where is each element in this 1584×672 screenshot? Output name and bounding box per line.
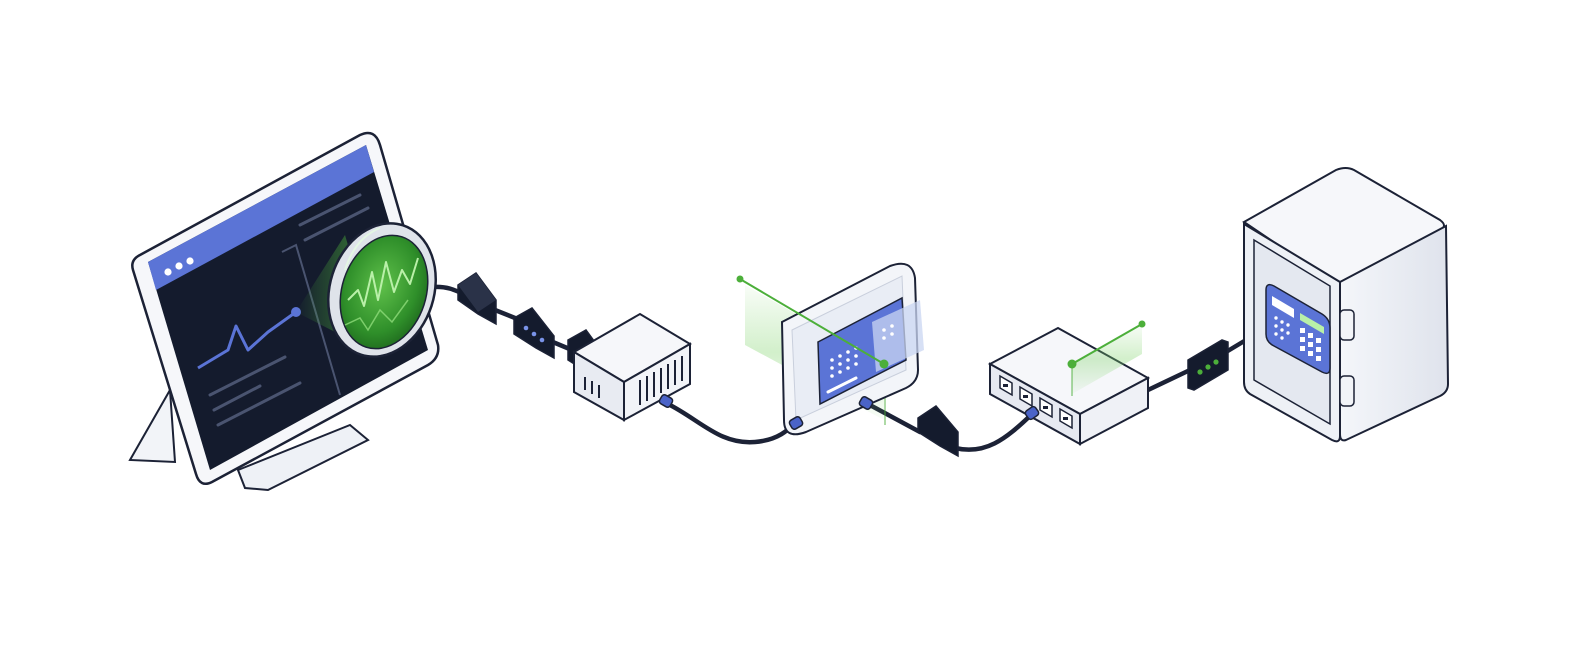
connector <box>858 396 874 410</box>
cable-module-icon <box>1187 339 1229 391</box>
indicator-light <box>539 337 545 343</box>
highlight-plane <box>1072 324 1142 394</box>
highlight-dot <box>736 275 744 283</box>
indicator-light <box>1197 369 1203 375</box>
panel-overlay <box>872 300 924 372</box>
cable-module-icon <box>917 405 959 458</box>
monitor-title-bar <box>148 145 374 290</box>
switch-side <box>1079 376 1149 446</box>
highlight-pointer <box>1071 323 1143 365</box>
panel-display-bar <box>826 376 858 394</box>
server-vent <box>584 356 683 405</box>
filter-panel-icon <box>736 262 924 436</box>
connector <box>658 394 674 408</box>
indicator-light <box>1205 364 1211 370</box>
server-box-icon <box>572 312 692 422</box>
highlight-dot <box>1067 359 1077 369</box>
lens-highlight <box>344 227 381 271</box>
screen-text-lines <box>208 193 370 427</box>
safe-keypad-screen <box>1272 296 1294 318</box>
indicator-light <box>523 325 529 331</box>
indicator-light <box>1213 359 1219 365</box>
safe-hinge <box>1339 309 1355 341</box>
monitor-base <box>236 423 370 492</box>
safe-keypad-screen-2 <box>1300 313 1324 334</box>
safe-keypad-keys <box>1274 316 1321 361</box>
window-dot <box>175 262 183 270</box>
lens-waveform-2 <box>344 299 409 332</box>
safe-with-keypad-icon <box>1242 167 1450 443</box>
highlight-pointer <box>739 278 885 365</box>
highlight-dot <box>879 359 889 369</box>
cable-module-icon <box>457 271 497 326</box>
port-leds <box>1003 384 1068 420</box>
cable-switch-to-module <box>1145 367 1193 393</box>
indicator-light <box>531 331 537 337</box>
screen-waveform <box>197 310 297 370</box>
cable-module-to-switch <box>952 411 1035 452</box>
cable-server-to-filter <box>665 401 801 445</box>
monitor-stand <box>128 386 177 464</box>
lens-waveform <box>347 257 419 307</box>
screen-bracket <box>281 243 341 396</box>
network-switch-icon <box>987 320 1151 446</box>
window-dot <box>186 257 194 265</box>
monitor-with-magnifier-icon <box>128 131 440 492</box>
cable-module-to-safe <box>1223 337 1249 355</box>
connector <box>788 416 804 430</box>
highlight-dot <box>1138 320 1146 328</box>
safe-hinge <box>1339 375 1355 407</box>
cable-module-icon <box>513 307 555 360</box>
connector <box>1024 405 1040 421</box>
window-dot <box>164 268 172 276</box>
